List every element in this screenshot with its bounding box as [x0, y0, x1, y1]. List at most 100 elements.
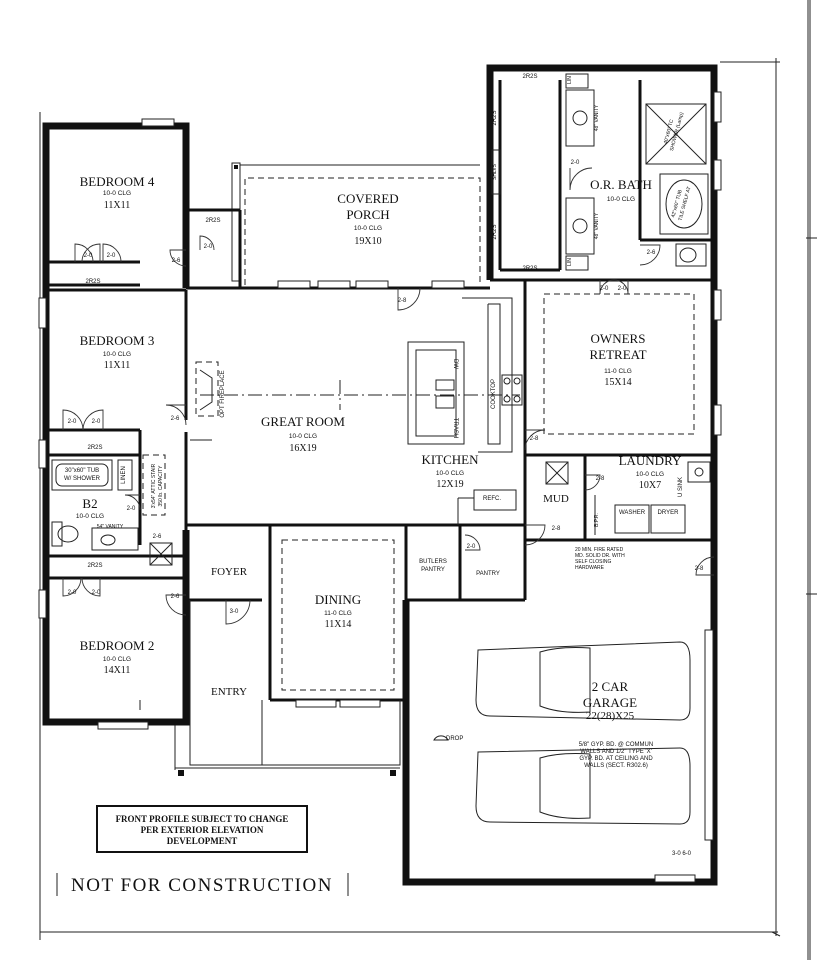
- orbath-name: O.R. BATH: [590, 177, 652, 192]
- kitchen-fixtures: [190, 297, 523, 525]
- bedroom3-size: 11X11: [104, 360, 130, 371]
- door-pantry: 2-0: [467, 544, 476, 550]
- kitchen-name: KITCHEN: [421, 452, 479, 467]
- dining-name: DINING: [315, 592, 361, 607]
- interior-walls: [46, 80, 714, 702]
- door-hall-linen: 2-0: [204, 244, 213, 250]
- porch-clg: 10-0 CLG: [354, 225, 382, 232]
- kitchen-size: 12X19: [436, 479, 463, 490]
- foyer-name: FOYER: [211, 566, 248, 578]
- door-laundry: 2-8: [596, 476, 605, 482]
- door-b2-closet-b: 2-0: [92, 590, 101, 596]
- firedoor-label1: 20 MIN. FIRE RATED: [575, 547, 624, 553]
- attic-stair-label2: 350 lb. CAPACITY: [158, 465, 164, 507]
- bath-fixtures: [51, 73, 711, 551]
- door-b3: 2-6: [171, 416, 180, 422]
- door-orbath-wc: 2-6: [647, 250, 656, 256]
- door-entry: 3-0: [230, 609, 239, 615]
- door-b2-linen: 2-0: [127, 506, 136, 512]
- door-orbath-closet: 2-0: [571, 160, 580, 166]
- windows: [38, 91, 722, 883]
- gyp-label2: WALLS AND 1/2" TYPE 'X': [580, 749, 651, 755]
- b2-name: B2: [82, 496, 97, 511]
- gyp-label3: GYP. BD. AT CEILING AND: [579, 756, 653, 762]
- dryer-label: DRYER: [658, 510, 680, 516]
- butlers-label1: BUTLERS: [419, 559, 447, 565]
- orbath-clg: 10-0 CLG: [607, 196, 635, 203]
- lin-label-2: LIN: [567, 258, 573, 266]
- firedoor-label3: SELF CLOSING: [575, 559, 612, 565]
- door-porch: 2-8: [398, 298, 407, 304]
- garage-name1: 2 CAR: [592, 679, 629, 694]
- bedroom4-name: BEDROOM 4: [80, 174, 155, 189]
- dw-label: DW: [452, 359, 458, 369]
- greatroom-clg: 10-0 CLG: [289, 433, 317, 440]
- bedroom2-size: 14X11: [104, 665, 131, 676]
- door-orbath-a: 2-0: [600, 286, 609, 292]
- door-orbath-b: 2-0: [618, 286, 627, 292]
- shelf-orc-left1: 2R2S: [492, 110, 498, 125]
- door-size-labels: 2-0 2-0 2-6 2-0 2-8 2-0 2-0 2-6 2-0 2-0 …: [68, 160, 704, 615]
- door-b2-closet-a: 2-0: [68, 590, 77, 596]
- note-box: FRONT PROFILE SUBJECT TO CHANGE PER EXTE…: [96, 805, 308, 853]
- entry-name: ENTRY: [211, 686, 247, 698]
- door-b3-closet-b: 2-0: [92, 419, 101, 425]
- owners-size: 15X14: [604, 377, 631, 388]
- bedroom2-name: BEDROOM 2: [80, 638, 155, 653]
- garage-door-label: 3-0 6-0: [672, 851, 692, 857]
- linen-label: LINEN: [121, 466, 127, 484]
- covered-porch: [231, 162, 481, 285]
- vanity48a-label: 48" VANITY: [594, 104, 600, 131]
- firedoor-label4: HARDWARE: [575, 565, 605, 571]
- trash-label: TRASH: [452, 418, 458, 438]
- greatroom-size: 16X19: [289, 443, 316, 454]
- profile-note-line2: PER EXTERIOR ELEVATION: [141, 825, 264, 835]
- cooktop-label: COOKTOP: [491, 379, 497, 409]
- shelf-orc-top: 2R2S: [522, 74, 537, 80]
- tub-label2: W/ SHOWER: [64, 476, 101, 482]
- porch-size: 19X10: [354, 236, 381, 247]
- porch-name2: PORCH: [346, 207, 389, 222]
- butlers-label2: PANTRY: [421, 567, 445, 573]
- door-b2-bath: 2-6: [153, 534, 162, 540]
- laundry-size: 10X7: [639, 480, 661, 491]
- washer-label: WASHER: [619, 510, 646, 516]
- profile-note-line3: DEVELOPMENT: [167, 836, 238, 846]
- laundry-name: LAUNDRY: [619, 453, 682, 468]
- shelf-hall: 2R2S: [205, 218, 220, 224]
- bedroom3-name: BEDROOM 3: [80, 333, 155, 348]
- b2-clg: 10-0 CLG: [76, 513, 104, 520]
- shelves-label: SHLVS: [492, 163, 498, 180]
- garage-cars: [433, 641, 691, 825]
- tub-label1: 30"x60" TUB: [65, 468, 99, 474]
- door-mud: 2-8: [552, 526, 561, 532]
- bedroom4-size: 11X11: [104, 200, 130, 211]
- gyp-label1: 5/8" GYP. BD. @ COMMUN: [579, 742, 653, 748]
- refc-label: REFC.: [483, 496, 501, 502]
- drop-label: DROP: [446, 736, 463, 742]
- mud-name: MUD: [543, 493, 569, 505]
- door-b4-closet-b: 2-0: [107, 253, 116, 259]
- dining-clg: 11-0 CLG: [324, 610, 352, 617]
- vanity48b-label: 48" VANITY: [594, 212, 600, 239]
- shelf-b4: 2R2S: [85, 279, 100, 285]
- kitchen-clg: 10-0 CLG: [436, 470, 464, 477]
- pantry-label: PANTRY: [476, 571, 500, 577]
- bedroom2-clg: 10-0 CLG: [103, 656, 131, 663]
- door-b4-closet-a: 2-0: [84, 253, 93, 259]
- greatroom-name: GREAT ROOM: [261, 414, 345, 429]
- bpr-label: B.P.R.: [594, 513, 600, 527]
- laundry-clg: 10-0 CLG: [636, 471, 664, 478]
- not-for-construction: NOT FOR CONSTRUCTION: [71, 875, 333, 896]
- porch-name1: COVERED: [337, 191, 398, 206]
- door-b2: 2-6: [171, 594, 180, 600]
- vanity54-label: 54" VANITY: [97, 524, 124, 530]
- garage-size: 22(28)X25: [586, 710, 635, 722]
- owners-name2: RETREAT: [589, 347, 646, 362]
- door-b3-closet-a: 2-0: [68, 419, 77, 425]
- shelf-b3: 2R2S: [87, 445, 102, 451]
- dining-size: 11X14: [325, 619, 352, 630]
- fireplace-label: OPT FIREPLACE: [220, 370, 226, 417]
- door-owners: 2-8: [530, 436, 539, 442]
